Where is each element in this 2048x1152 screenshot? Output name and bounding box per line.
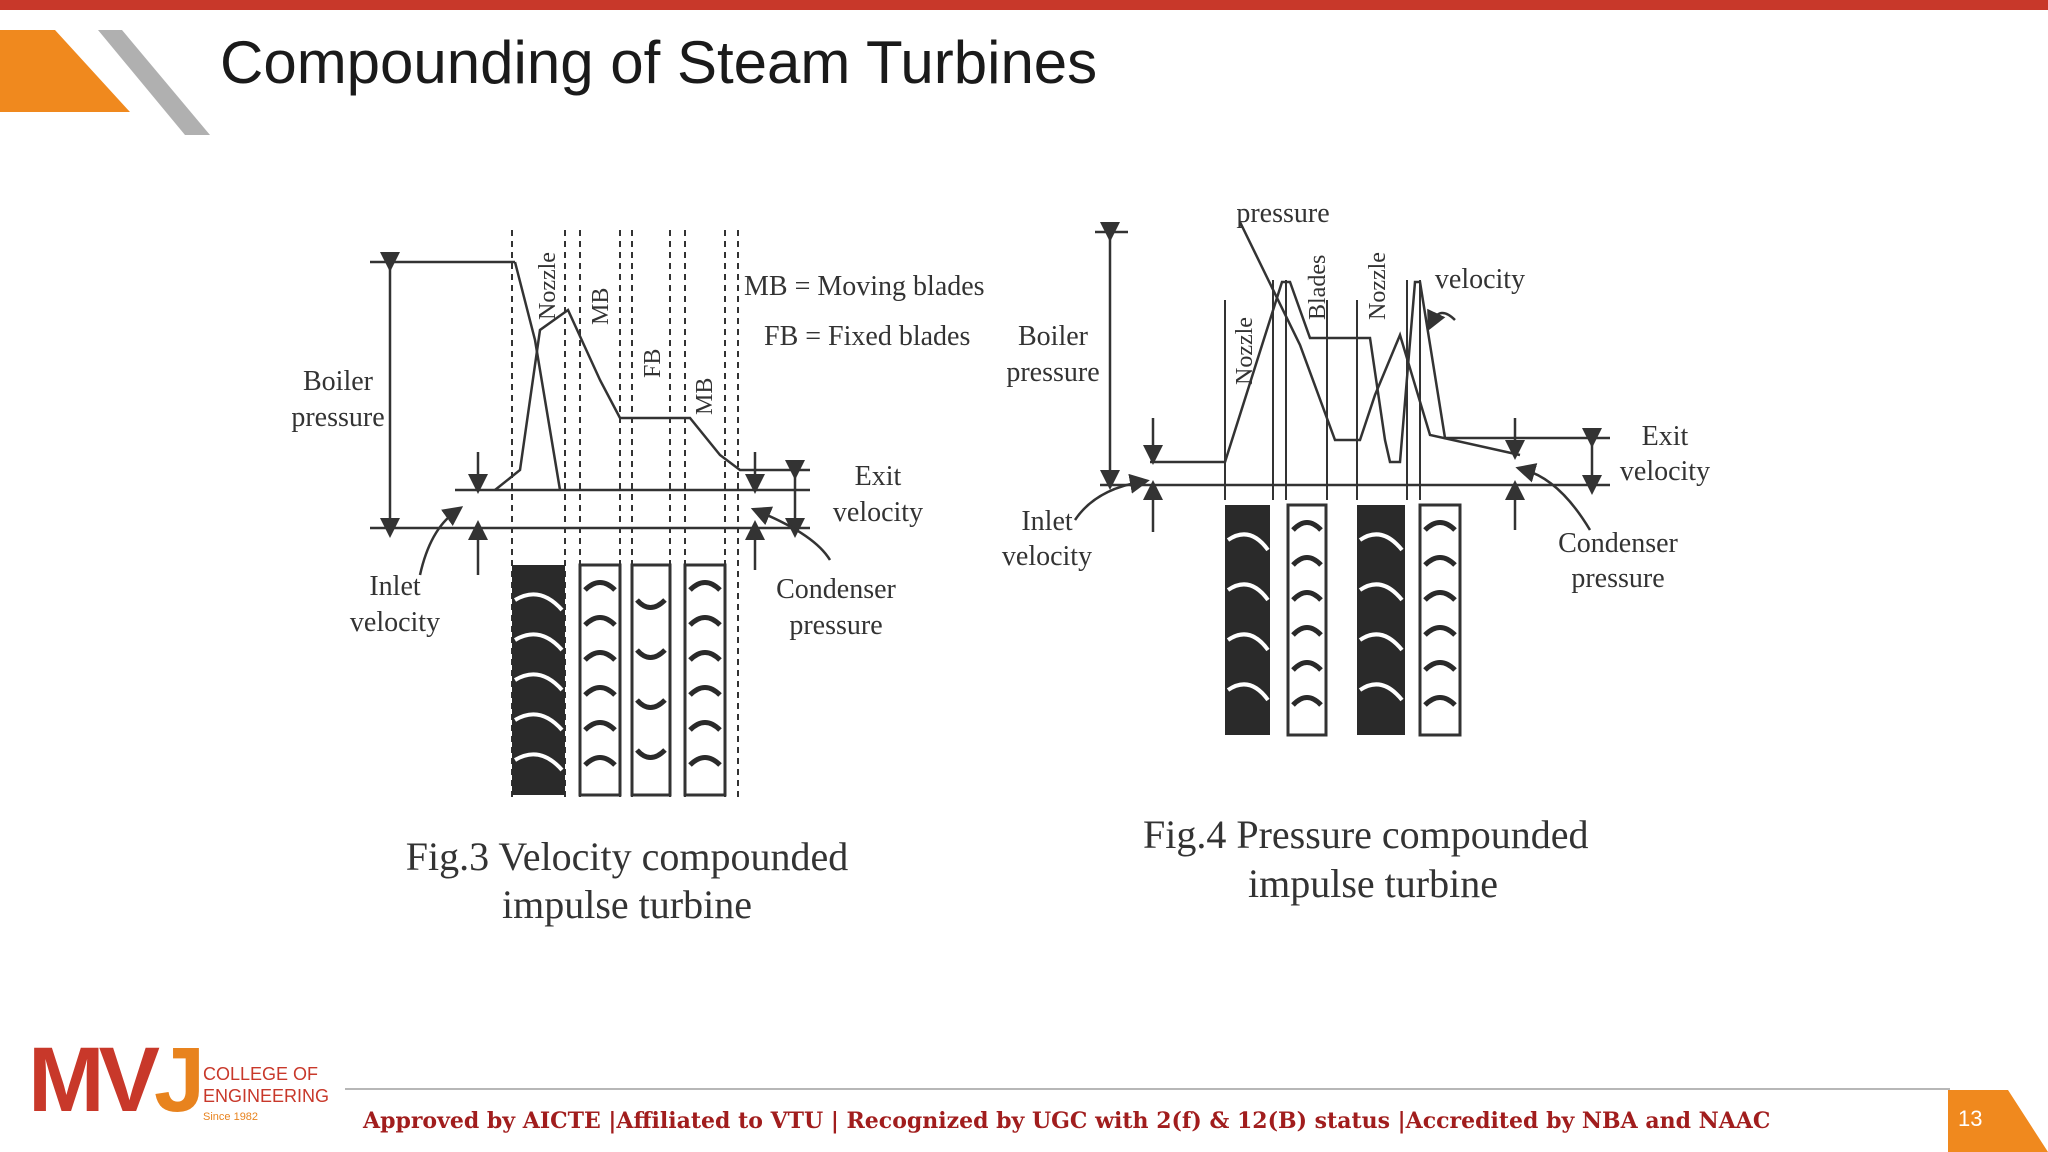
fig3-legend-fb: FB = Fixed blades: [764, 321, 970, 352]
fig4-condenser-label-1: Condenser: [1558, 528, 1678, 559]
fig3-caption-1: Fig.3 Velocity compounded: [406, 834, 849, 879]
fig3-legend-mb: MB = Moving blades: [744, 271, 985, 302]
fig3-exit-label-2: velocity: [833, 497, 923, 528]
page-number-badge: [1948, 1090, 2048, 1152]
fig4-exit-label-2: velocity: [1620, 456, 1710, 487]
fig4-labels: pressure velocity Boiler pressure Exit v…: [1002, 198, 1710, 906]
fig4-velocity-label: velocity: [1435, 264, 1525, 295]
fig4-exit-label-1: Exit: [1642, 421, 1689, 452]
footer-accreditation: Approved by AICTE |Affiliated to VTU | R…: [363, 1108, 1771, 1134]
fig4-pressure-compounded: [1073, 221, 1610, 737]
logo-text: COLLEGE OF ENGINEERING: [203, 1063, 329, 1107]
college-logo: MVJ COLLEGE OF ENGINEERING Since 1982: [28, 1025, 348, 1135]
corner-decoration: [0, 30, 210, 135]
fig4-pressure-label: pressure: [1236, 198, 1329, 229]
fig3-inlet-label-1: Inlet: [369, 571, 421, 602]
fig4-caption-2: impulse turbine: [1248, 861, 1498, 906]
fig4-nozzle2-label: Nozzle: [1365, 252, 1391, 320]
fig3-mb1-label: MB: [588, 288, 614, 325]
page-number: 13: [1958, 1106, 1983, 1131]
footer-divider: [345, 1088, 1950, 1090]
fig3-condenser-label-2: pressure: [789, 610, 882, 641]
fig3-boiler-label-2: pressure: [291, 402, 384, 433]
fig3-inlet-label-2: velocity: [350, 607, 440, 638]
logo-since: Since 1982: [203, 1111, 259, 1123]
fig3-boiler-label-1: Boiler: [303, 366, 374, 397]
slide-title: Compounding of Steam Turbines: [220, 29, 1098, 96]
fig4-nozzle1-label: Nozzle: [1232, 317, 1258, 385]
fig3-caption-2: impulse turbine: [502, 882, 752, 927]
fig3-exit-label-1: Exit: [855, 461, 902, 492]
fig4-boiler-label-2: pressure: [1006, 357, 1099, 388]
fig3-mb2-label: MB: [692, 378, 718, 415]
logo-line-2: ENGINEERING: [203, 1086, 330, 1106]
turbine-diagram: MB = Moving blades FB = Fixed blades Boi…: [291, 198, 1710, 927]
fig4-inlet-label-1: Inlet: [1021, 506, 1073, 537]
fig3-labels: MB = Moving blades FB = Fixed blades Boi…: [291, 252, 984, 927]
fig4-caption-1: Fig.4 Pressure compounded: [1143, 812, 1589, 857]
fig4-boiler-label-1: Boiler: [1018, 321, 1089, 352]
fig4-inlet-label-2: velocity: [1002, 541, 1092, 572]
fig3-nozzle-label: Nozzle: [535, 252, 561, 320]
top-accent-bar: [0, 0, 2048, 10]
logo-line-1: COLLEGE OF: [203, 1064, 319, 1084]
logo-mark: MVJ: [28, 1029, 205, 1131]
fig3-condenser-label-1: Condenser: [776, 574, 896, 605]
fig3-velocity-compounded: [370, 230, 832, 800]
fig4-condenser-label-2: pressure: [1571, 563, 1664, 594]
fig3-fb-label: FB: [640, 349, 666, 378]
fig4-blades-label: Blades: [1305, 255, 1331, 320]
